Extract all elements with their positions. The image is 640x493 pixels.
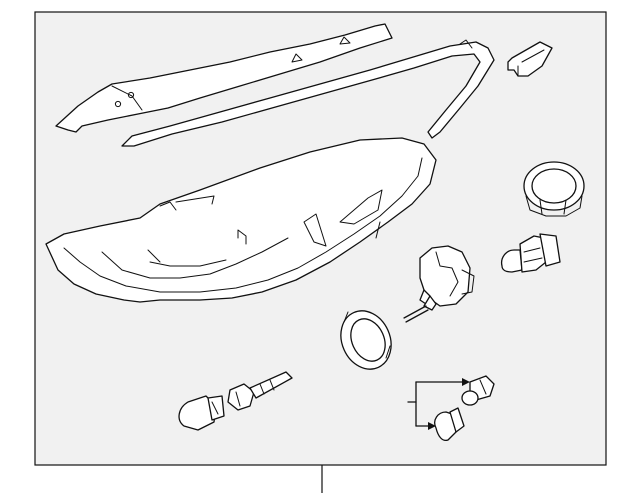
lower-socket-ring: [340, 310, 392, 370]
turn-signal-socket: [227, 371, 293, 411]
trim-strip: [121, 39, 495, 147]
small-bulb-upper: [461, 375, 495, 406]
headlamp-assembly: [45, 137, 437, 303]
arrow-icon: [462, 378, 470, 386]
leader-bracket: [407, 378, 470, 430]
small-bulb-lower: [434, 407, 465, 442]
clip-connector: [507, 41, 553, 77]
leveling-actuator: [403, 245, 475, 323]
headlamp-bulb: [500, 233, 561, 273]
upper-trim-panel: [55, 23, 393, 133]
turn-signal-bulb: [178, 395, 225, 431]
arrow-icon: [428, 422, 436, 430]
bulb-socket-ring: [523, 161, 585, 217]
